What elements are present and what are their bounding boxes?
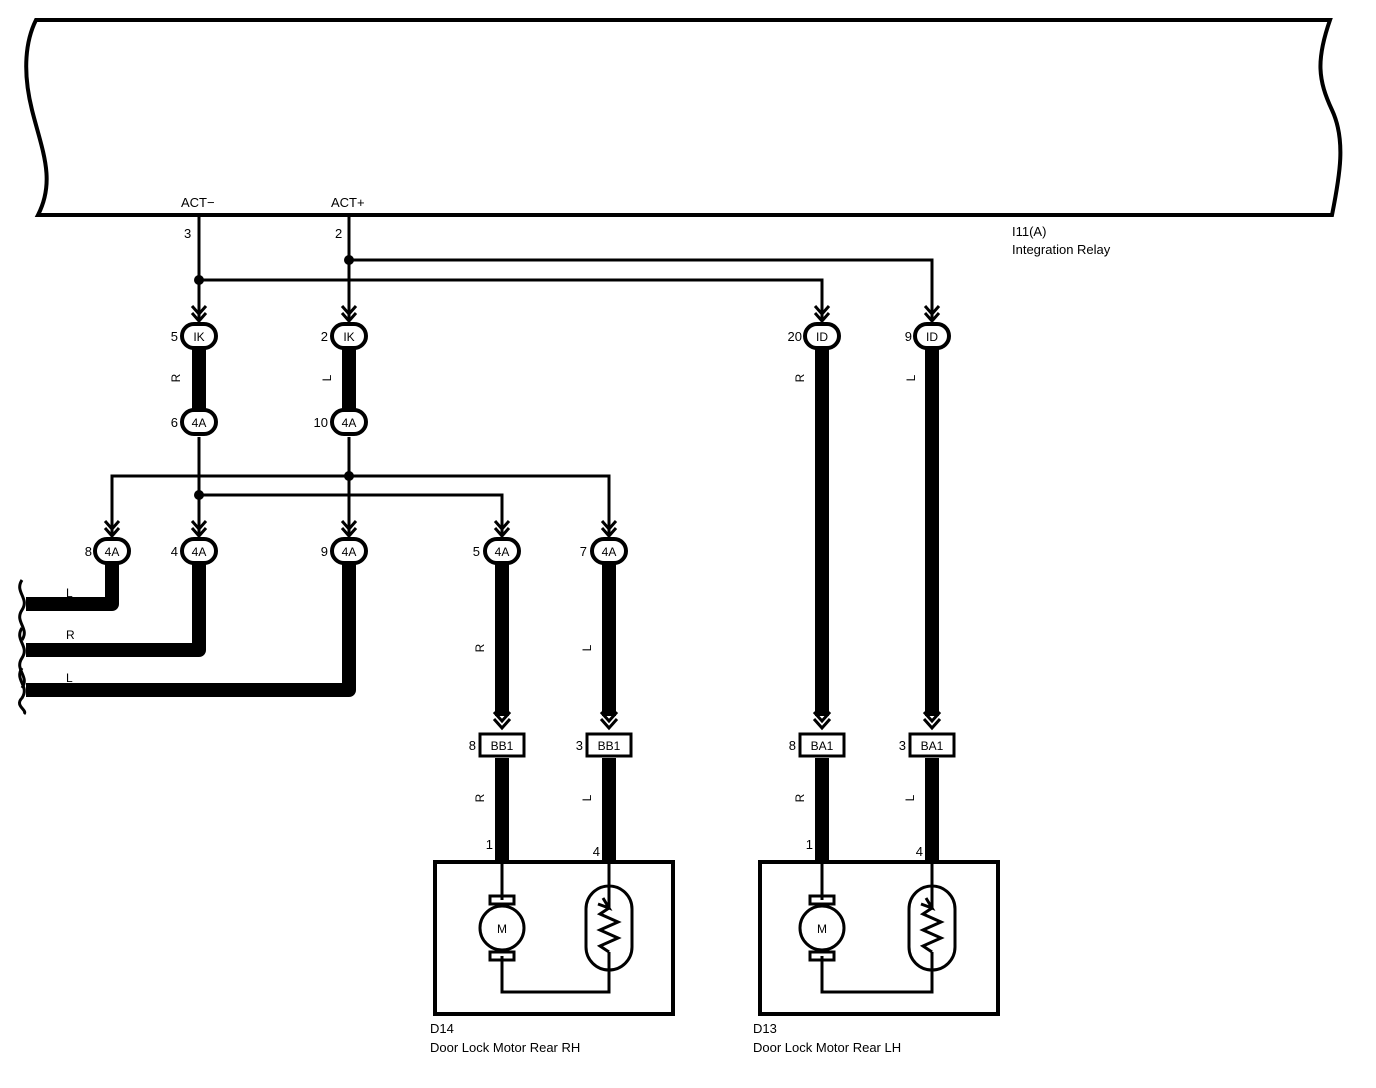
wire-color-ik-right: L [320, 374, 334, 381]
harness-break-marks [18, 579, 27, 716]
rect-connectors [478, 732, 956, 758]
connector-ik-right: IK [343, 330, 354, 344]
terminal-act-plus: ACT+ [331, 195, 365, 210]
relay-pin-2: 2 [335, 226, 342, 241]
component-code-lh: D13 [753, 1021, 777, 1036]
wire-color-bb1-right: L [580, 794, 594, 801]
pin-4a-upper-left: 6 [171, 415, 178, 430]
motor-symbol-rh: M [497, 922, 507, 936]
motor-icon [478, 904, 526, 952]
pin-ik-left: 5 [171, 329, 178, 344]
connector-id-left: ID [816, 330, 828, 344]
relay-name: Integration Relay [1012, 242, 1111, 257]
wire-color-4a-row-4: R [473, 643, 487, 652]
pin-4a-upper-right: 10 [314, 415, 328, 430]
pin-bb1-right: 3 [576, 738, 583, 753]
thin-wires [110, 215, 934, 535]
connector-ik-left: IK [193, 330, 204, 344]
pin-ik-right: 2 [321, 329, 328, 344]
wire-color-harness-1: L [66, 586, 73, 600]
arrowheads [103, 305, 942, 731]
connector-ba1-right: BA1 [921, 739, 944, 753]
pin-4a-row-1: 8 [85, 544, 92, 559]
motor-symbol-lh: M [817, 922, 827, 936]
junction-dots [194, 255, 354, 500]
wire-color-ba1-right: L [903, 794, 917, 801]
pin-4a-row-2: 4 [171, 544, 178, 559]
pin-motor-rh-1: 1 [486, 837, 493, 852]
pin-4a-row-5: 7 [580, 544, 587, 559]
wire-color-id-right: L [904, 374, 918, 381]
relay-pin-3: 3 [184, 226, 191, 241]
connector-bb1-right: BB1 [598, 739, 621, 753]
connector-4a-row-1: 4A [105, 545, 120, 559]
round-connectors [93, 322, 951, 565]
wire-color-ik-left: R [169, 373, 183, 382]
motor-icon [798, 904, 846, 952]
door-lock-motor-rear-lh: M [758, 860, 1000, 1016]
connector-4a-row-3: 4A [342, 545, 357, 559]
connector-bb1-left: BB1 [491, 739, 514, 753]
pin-id-left: 20 [788, 329, 802, 344]
component-name-lh: Door Lock Motor Rear LH [753, 1040, 901, 1055]
pin-ba1-right: 3 [899, 738, 906, 753]
connector-4a-row-4: 4A [495, 545, 510, 559]
connector-4a-row-2: 4A [192, 545, 207, 559]
pin-motor-lh-4: 4 [916, 844, 923, 859]
connector-4a-upper-left: 4A [192, 416, 207, 430]
wire-color-ba1-left: R [793, 793, 807, 802]
connector-4a-row-5: 4A [602, 545, 617, 559]
integration-relay-body [24, 18, 1343, 217]
relay-code: I11(A) [1012, 224, 1046, 239]
connector-id-right: ID [926, 330, 938, 344]
wire-color-id-left: R [793, 373, 807, 382]
door-lock-motor-rear-rh: M [433, 860, 675, 1016]
component-name-rh: Door Lock Motor Rear RH [430, 1040, 580, 1055]
connector-ba1-left: BA1 [811, 739, 834, 753]
pin-ba1-left: 8 [789, 738, 796, 753]
connector-4a-upper-right: 4A [342, 416, 357, 430]
thick-wires [26, 348, 939, 862]
wire-color-harness-3: L [66, 671, 73, 685]
wire-color-bb1-left: R [473, 793, 487, 802]
component-code-rh: D14 [430, 1021, 454, 1036]
pin-motor-lh-1: 1 [806, 837, 813, 852]
terminal-act-minus: ACT− [181, 195, 215, 210]
pin-bb1-left: 8 [469, 738, 476, 753]
pin-4a-row-3: 9 [321, 544, 328, 559]
wire-color-harness-2: R [66, 628, 75, 642]
pin-motor-rh-4: 4 [593, 844, 600, 859]
wire-color-4a-row-5: L [580, 644, 594, 651]
pin-id-right: 9 [905, 329, 912, 344]
pin-4a-row-4: 5 [473, 544, 480, 559]
